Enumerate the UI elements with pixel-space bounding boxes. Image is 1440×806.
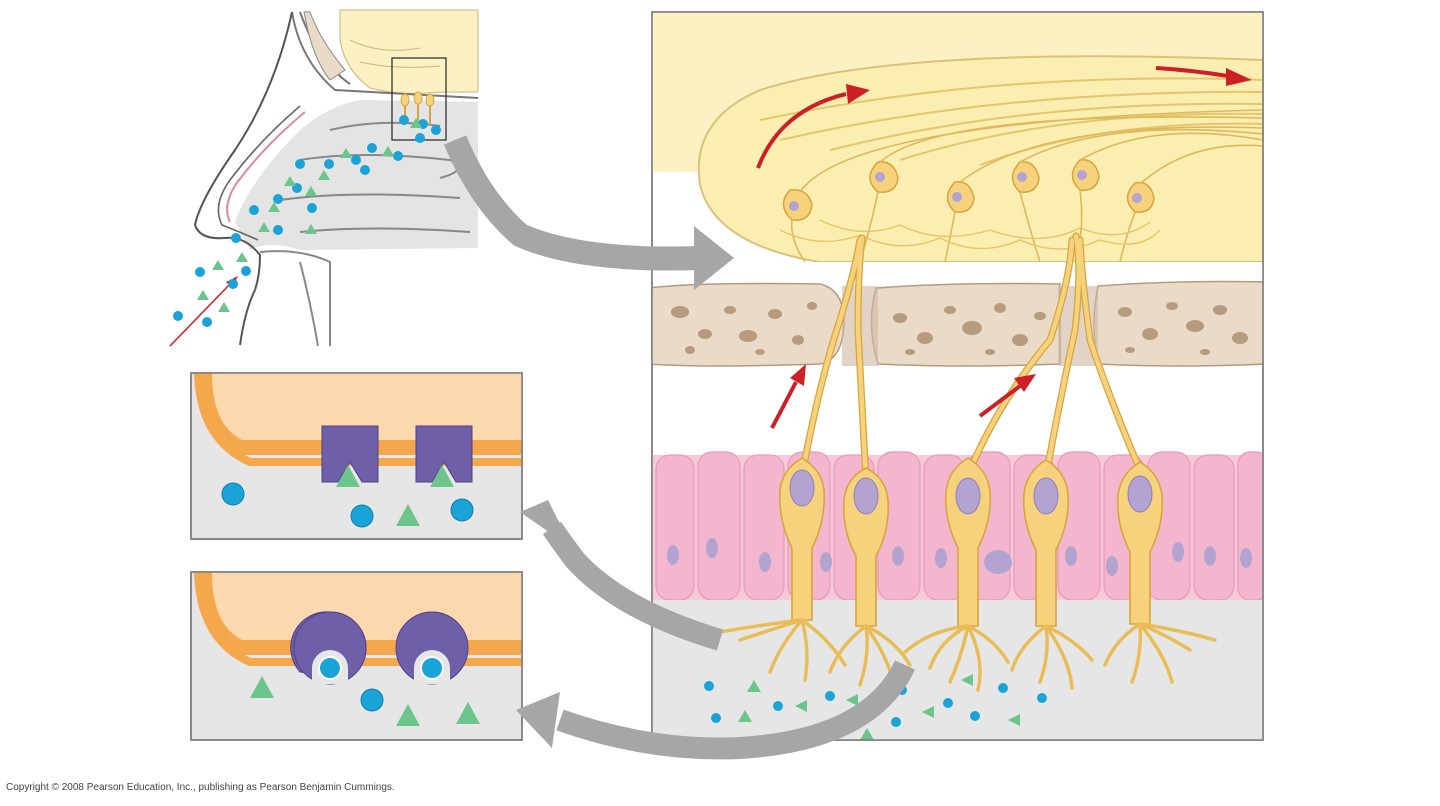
nasal-cavity-view <box>169 9 479 347</box>
olfactory-cilia <box>718 618 1217 692</box>
square-receptor-icon <box>321 425 379 483</box>
detail-panel-border <box>651 11 1264 741</box>
nose-cavity <box>235 100 478 250</box>
nose-frontal-bone <box>303 11 346 81</box>
signal-arrow-bulb-right <box>1155 66 1229 78</box>
olfactory-receptor-axons-fill <box>800 233 1143 483</box>
receptor-binding-box-square <box>190 372 523 540</box>
bone-segment-left <box>652 282 845 367</box>
nose-inner-outline <box>217 105 301 241</box>
bound-triangle-odorant-icon <box>430 465 454 487</box>
bone-pores <box>671 302 1248 355</box>
signal-arrow-axon-right-head <box>1014 374 1036 392</box>
box2-membrane-edge <box>194 572 522 666</box>
mucus-odorant-spheres <box>704 681 1047 727</box>
mitral-cell-nuclei <box>789 170 1142 211</box>
zoom-arrow-detail-to-round-box <box>516 660 915 760</box>
nose-exterior-outline <box>193 11 293 291</box>
signal-arrow-bulb-left-head <box>846 84 870 104</box>
nose-lip-outline <box>239 289 256 346</box>
green-triangle-odorant-icon <box>396 504 420 526</box>
green-triangle-odorant-icon <box>456 702 480 724</box>
signal-arrow-axon-left-head <box>790 364 806 386</box>
submucosa-background <box>652 262 1263 282</box>
bound-sphere-odorant-icon <box>420 656 444 680</box>
signal-arrow-bulb-left <box>756 92 847 169</box>
nose-brain-folds <box>349 39 441 68</box>
olfactory-epithelium-detail <box>651 11 1264 741</box>
box1-membrane-edge <box>194 373 522 466</box>
zoom-arrow-detail-to-square-box <box>520 500 724 651</box>
inhalation-arrow <box>169 281 233 347</box>
glomeruli-tangles <box>779 219 1161 250</box>
blue-sphere-odorant-icon <box>450 498 474 522</box>
bound-sphere-odorant-icon <box>318 656 342 680</box>
nasal-floor <box>259 250 331 347</box>
nose-pink-lining <box>226 111 306 223</box>
nose-odorant-triangles <box>197 118 422 312</box>
zoom-arrow-nose-to-detail <box>443 135 734 290</box>
supporting-cell-nuclei <box>667 538 1252 576</box>
copyright-notice: Copyright © 2008 Pearson Education, Inc.… <box>6 782 395 793</box>
nasal-conchae <box>279 121 471 233</box>
blue-sphere-odorant-icon <box>350 504 374 528</box>
signal-arrow-bulb-right-head <box>1226 68 1252 86</box>
green-triangle-odorant-icon <box>250 676 274 698</box>
mini-neuron-bodies <box>400 91 435 107</box>
receptor-neuron-nuclei <box>789 469 1153 515</box>
bone-segment-right <box>1093 280 1263 367</box>
olfactory-tract-fibers <box>759 77 1263 166</box>
signal-arrow-axon-left <box>770 381 798 429</box>
cribriform-plate <box>652 280 1263 367</box>
signal-arrow-axon-right <box>978 384 1022 418</box>
box1-cytoplasm <box>191 373 522 440</box>
blue-sphere-odorant-icon <box>221 482 245 506</box>
receptor-binding-box-round <box>190 571 523 741</box>
mucus-odorant-triangles <box>738 674 1020 740</box>
bound-triangle-odorant-icon <box>336 465 360 487</box>
square-receptor-icon <box>415 425 473 483</box>
nose-brain-region <box>339 9 479 94</box>
blue-sphere-odorant-icon <box>360 688 384 712</box>
green-triangle-odorant-icon <box>396 704 420 726</box>
